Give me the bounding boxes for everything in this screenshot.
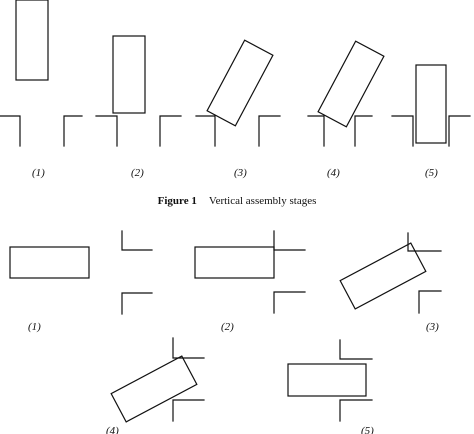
hole-top-wall	[339, 339, 373, 360]
horizontal-stage-label-5: (5)	[361, 425, 374, 434]
peg	[194, 246, 275, 279]
hole-bottom-wall	[339, 399, 373, 422]
peg	[287, 363, 367, 397]
hole-top-wall	[172, 337, 205, 359]
peg	[415, 64, 447, 144]
hole-left-wall	[0, 115, 21, 147]
horizontal-stage-label-1: (1)	[28, 321, 41, 333]
hole-left-wall	[307, 115, 325, 147]
hole-bottom-wall	[273, 291, 306, 314]
vertical-stage-4	[307, 40, 385, 147]
hole-top-wall	[273, 230, 306, 251]
hole-right-wall	[354, 115, 373, 147]
hole-top-wall	[407, 232, 442, 252]
hole-bottom-wall	[121, 292, 153, 315]
hole-bottom-wall	[172, 399, 205, 422]
horizontal-stage-label-2: (2)	[221, 321, 234, 333]
vertical-stage-label-2: (2)	[131, 167, 144, 179]
horizontal-stage-2	[194, 230, 306, 314]
horizontal-stage-label-4: (4)	[106, 425, 119, 434]
vertical-stage-5	[391, 64, 471, 147]
peg	[15, 0, 49, 81]
horizontal-stage-1	[9, 230, 153, 315]
figure-caption-text: Vertical assembly stages	[209, 195, 317, 207]
vertical-stage-label-5: (5)	[425, 167, 438, 179]
figure-caption: Figure 1 Vertical assembly stages	[158, 191, 317, 208]
hole-right-wall	[258, 115, 281, 147]
vertical-stage-label-4: (4)	[327, 167, 340, 179]
hole-left-wall	[391, 115, 414, 147]
horizontal-assembly-stages: (1) (2) (3) (4) (5)	[9, 230, 442, 434]
hole-right-wall	[448, 115, 471, 147]
hole-bottom-wall	[418, 290, 442, 314]
vertical-stage-3	[195, 39, 281, 147]
horizontal-stage-5	[287, 339, 373, 422]
horizontal-stage-3	[339, 232, 442, 314]
peg	[317, 40, 385, 128]
peg	[206, 39, 274, 127]
horizontal-stage-label-3: (3)	[426, 321, 439, 333]
hole-top-wall	[121, 230, 153, 251]
figure-caption-number: Figure 1	[158, 195, 197, 207]
peg	[339, 242, 427, 310]
vertical-stage-label-1: (1)	[32, 167, 45, 179]
hole-left-wall	[95, 115, 118, 147]
hole-left-wall	[195, 115, 216, 147]
peg	[9, 246, 90, 279]
peg	[110, 355, 198, 423]
vertical-stage-1	[0, 0, 83, 147]
hole-right-wall	[63, 115, 83, 147]
vertical-stage-label-3: (3)	[234, 167, 247, 179]
peg	[112, 35, 146, 114]
hole-right-wall	[159, 115, 182, 147]
horizontal-stage-4	[110, 337, 205, 423]
vertical-assembly-stages: (1) (2) (3) (4) (5)	[0, 0, 471, 179]
vertical-stage-2	[95, 35, 182, 147]
